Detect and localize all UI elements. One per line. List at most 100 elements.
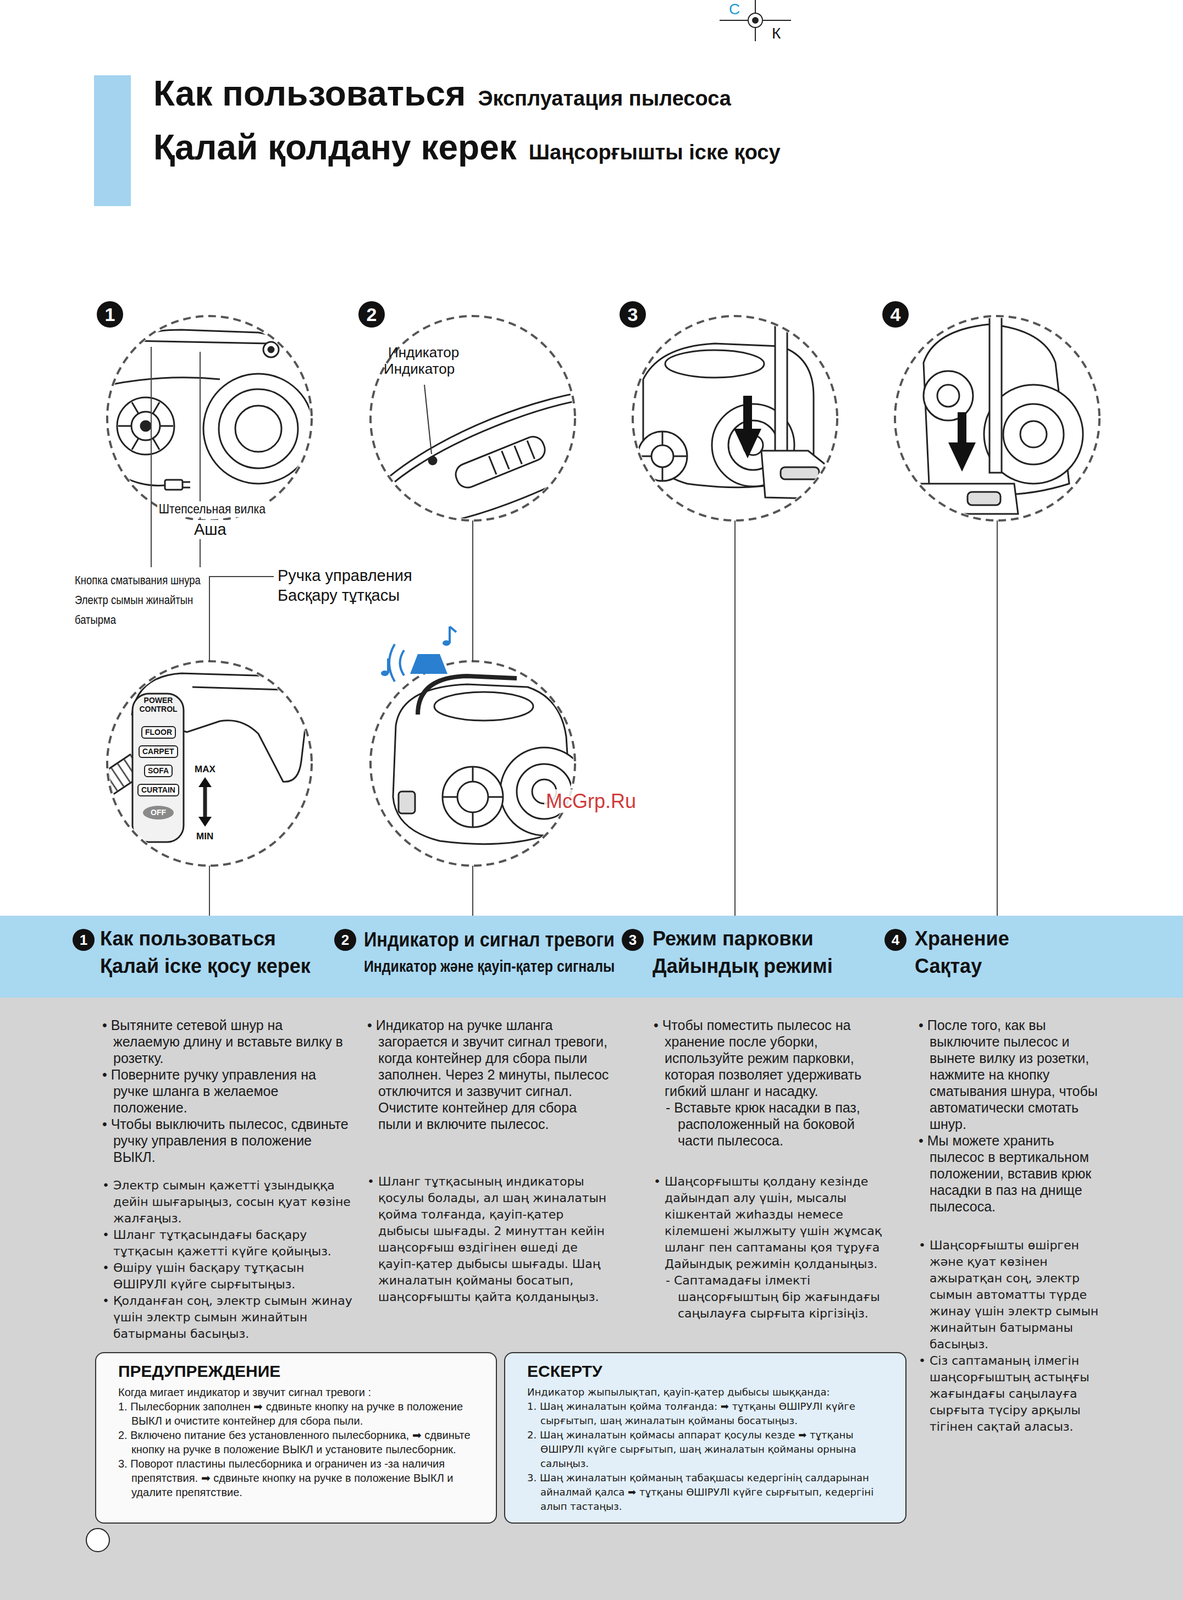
body-text: • Чтобы выключить пылесос, сдвиньте ручк… [102, 1115, 353, 1166]
body-text: • Шланг тұтқасының индикаторы қосулы бол… [367, 1173, 613, 1306]
page-title: Как пользоваться [153, 73, 466, 115]
callout-number: 1 [72, 929, 95, 952]
drawing-circle [651, 445, 674, 468]
part-label: Штепсельная вилка [157, 501, 268, 518]
drawing-polyline [209, 576, 274, 662]
body-text: • Поверните ручку управления на ручке шл… [102, 1066, 353, 1116]
drawing-rect [398, 791, 416, 814]
button-label: CARPET [138, 745, 179, 759]
drawing-line [87, 764, 138, 798]
drawing-polygon [948, 442, 976, 472]
drawing-circle [107, 661, 312, 866]
drawing-polygon [198, 777, 212, 788]
scale-label: MIN [196, 831, 214, 843]
drawing-g [87, 673, 308, 843]
note-box: ПРЕДУПРЕЖДЕНИЕ Когда мигает индикатор и з… [95, 1352, 497, 1524]
drawing-g [338, 357, 686, 583]
crop-mark-letter: К [771, 24, 781, 43]
callout-number: 3 [621, 929, 644, 952]
drawing-circle [131, 411, 160, 441]
drawing-rect [164, 479, 183, 490]
note-text: 3. Шаң жиналатын қойманың табақшасы кеде… [527, 1471, 889, 1514]
drawing-rect [780, 467, 820, 480]
drawing-path [192, 687, 286, 690]
drawing-line [734, 520, 736, 916]
drawing-circle [263, 341, 279, 358]
drawing-line [448, 626, 451, 644]
drawing-line [472, 865, 474, 916]
drawing-line [203, 785, 208, 820]
text-column: • Вытяните сетевой шнур на желаемую длин… [102, 1016, 353, 1166]
drawing-ellipse [665, 350, 765, 378]
drawing-rect [452, 433, 549, 491]
section-heading: Хранение [914, 926, 1010, 951]
button-label: SOFA [144, 764, 173, 778]
drawing-line [87, 764, 138, 798]
body-text: • Индикатор на ручке шланга загорается и… [367, 1016, 613, 1133]
drawing-rect [743, 395, 753, 429]
body-text: • Вытяните сетевой шнур на желаемую длин… [102, 1016, 353, 1067]
callout-number: 2 [334, 929, 357, 952]
drawing-line [87, 764, 138, 798]
drawing-ellipse [434, 692, 534, 721]
callout-number: 4 [882, 301, 909, 328]
body-text: • Сіз саптаманың ілмегін шаңсорғыштың ас… [918, 1352, 1108, 1436]
drawing-circle [937, 384, 960, 407]
drawing-ellipse [338, 357, 684, 578]
drawing-rect [967, 492, 1001, 506]
body-text: • Чтобы поместить пылесос на хранение по… [653, 1016, 889, 1100]
drawing-polygon [733, 428, 762, 459]
title-row: Как пользоватьсяЭксплуатация пылесоса [153, 73, 732, 115]
callout-digit: 2 [366, 305, 378, 324]
part-label: Индикатор [383, 360, 455, 378]
note-box: ЕСКЕРТУИндикатор жыпылықтап, қауіп-қатер… [504, 1352, 907, 1524]
note-text: 2. Шаң жиналатын қоймасы аппарат қосулы … [527, 1428, 889, 1472]
drawing-line [488, 456, 496, 475]
drawing-line [472, 520, 474, 662]
drawing-g [151, 346, 998, 916]
note-text: 1. Пылесборник заполнен ➡ сдвиньте кнопк… [118, 1399, 480, 1429]
drawing-path [400, 650, 405, 676]
note-heading: ПРЕДУПРЕЖДЕНИЕ [118, 1361, 480, 1382]
drawing-polygon [198, 816, 212, 827]
drawing-circle [140, 421, 151, 431]
text-column: • Индикатор на ручке шланга загорается и… [367, 1016, 613, 1133]
drawing-line [182, 481, 191, 484]
note-text: 3. Поворот пластины пылесборника и огран… [118, 1456, 480, 1500]
heading-band: Как пользоватьсяҚалай іске қосу керекИнд… [0, 915, 1183, 998]
body-text: • Мы можете хранить пылесос в вертикальн… [918, 1132, 1108, 1215]
drawing-circle [457, 781, 489, 813]
body-text: - Саптамадағы ілмекті шаңсорғыштың бір ж… [653, 1272, 889, 1323]
text-column: • После того, как вы выключите пылесос и… [918, 1016, 1108, 1215]
body-text: • Шаңсорғышты қолдану кезінде дайындап а… [653, 1173, 889, 1273]
drawing-g [104, 329, 322, 512]
text-column: • Шаңсорғышты қолдану кезінде дайындап а… [653, 1173, 889, 1323]
callout-digit: 4 [890, 305, 901, 324]
drawing-circle [752, 17, 759, 24]
drawing-circle [370, 316, 576, 521]
note-text: 1. Шаң жиналатын қойма толғанда: ➡ тұтқа… [527, 1399, 889, 1429]
body-text: • После того, как вы выключите пылесос и… [918, 1016, 1108, 1133]
drawing-line [514, 445, 522, 464]
part-label: Электр сымын жинайтын батырма [74, 590, 209, 630]
section-heading: Как пользоваться [100, 926, 276, 951]
text-column: • Чтобы поместить пылесос на хранение по… [653, 1016, 889, 1149]
drawing-rect [957, 412, 967, 443]
note-text: Когда мигает индикатор и звучит сигнал т… [118, 1385, 480, 1400]
crop-mark-letter: С [728, 0, 740, 19]
title-row: Қалай қолдану керекШаңсорғышты іске қосу [153, 127, 781, 169]
drawing-circle [748, 13, 763, 28]
body-text: • Шланг тұтқасындағы басқару тұтқасын қа… [102, 1226, 353, 1260]
button-label: CURTAIN [137, 783, 180, 797]
callout-number: 4 [884, 929, 907, 952]
drawing-circle [203, 373, 314, 484]
drawing-path [104, 329, 322, 512]
page-title: Қалай қолдану керек [153, 127, 517, 169]
body-text: • Шаңсорғышты өшірген және қуат көзінен … [918, 1237, 1108, 1353]
drawing-line [387, 658, 390, 674]
drawing-path [109, 475, 165, 486]
drawing-circle [428, 456, 437, 465]
drawing-line [150, 346, 152, 568]
button-label: OFF [142, 805, 174, 820]
drawing-line [501, 450, 510, 469]
